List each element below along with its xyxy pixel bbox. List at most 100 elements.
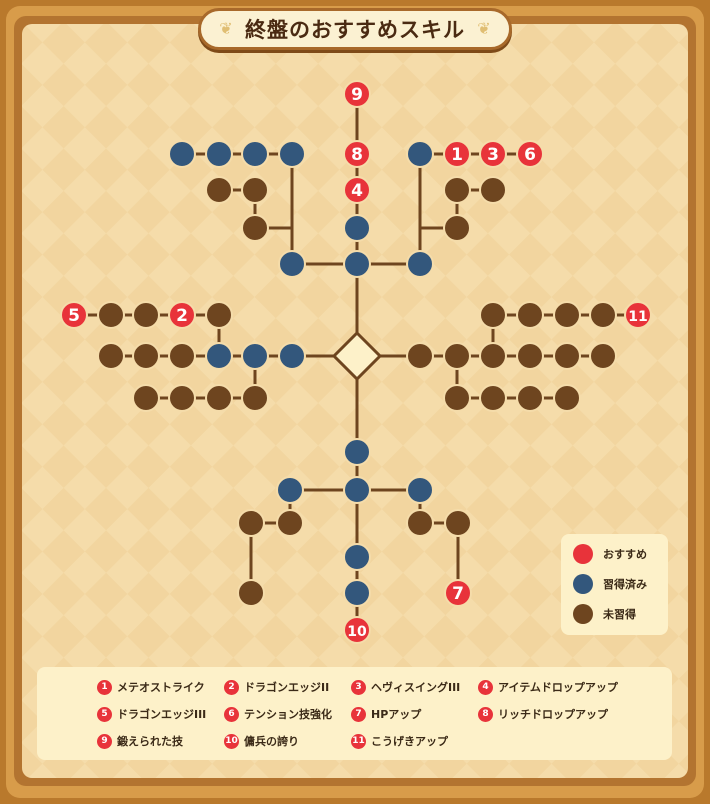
skill-node-learned[interactable] [406,250,434,278]
skill-node-circle [168,140,196,168]
skill-node-learned[interactable] [406,140,434,168]
board-center-diamond-icon [331,330,383,382]
skill-node-unlearned[interactable] [589,301,617,329]
skill-node-recommended[interactable]: 7 [444,579,472,607]
skill-node-unlearned[interactable] [168,342,196,370]
legend-item-learned: 習得済み [573,574,647,594]
skill-node-recommended[interactable]: 5 [60,301,88,329]
skill-node-circle [276,509,304,537]
skill-node-unlearned[interactable] [132,384,160,412]
skill-node-unlearned[interactable] [443,214,471,242]
skill-node-circle [97,342,125,370]
recommended-dot-icon [573,544,593,564]
skill-node-unlearned[interactable] [516,301,544,329]
skill-node-learned[interactable] [343,250,371,278]
skill-node-recommended[interactable]: 9 [343,80,371,108]
skill-node-unlearned[interactable] [479,384,507,412]
skill-node-unlearned[interactable] [168,384,196,412]
skill-node-unlearned[interactable] [132,301,160,329]
skill-node-unlearned[interactable] [237,579,265,607]
skill-node-unlearned[interactable] [241,214,269,242]
skill-node-unlearned[interactable] [443,176,471,204]
skill-node-recommended[interactable]: 4 [343,176,371,204]
skill-node-unlearned[interactable] [241,176,269,204]
skill-node-learned[interactable] [241,342,269,370]
skill-node-unlearned[interactable] [479,176,507,204]
skill-node-unlearned[interactable] [479,342,507,370]
skill-list-item: 3 ヘヴィスイングIII [351,679,460,695]
skill-number-badge: 4 [478,679,493,695]
skill-name: ヘヴィスイングIII [371,681,461,694]
skill-node-circle [589,342,617,370]
skill-node-learned[interactable] [278,342,306,370]
skill-node-unlearned[interactable] [443,384,471,412]
skill-node-learned[interactable] [205,140,233,168]
skill-node-unlearned[interactable] [444,509,472,537]
skill-number-badge: 3 [351,679,366,695]
skill-node-learned[interactable] [278,140,306,168]
skill-node-unlearned[interactable] [553,301,581,329]
skill-node-circle [241,176,269,204]
skill-name: テンション技強化 [244,708,332,721]
skill-node-learned[interactable] [278,250,306,278]
skill-node-recommended[interactable]: 2 [168,301,196,329]
skill-node-circle [516,384,544,412]
skill-node-circle [237,579,265,607]
skill-node-circle [443,140,471,168]
skill-node-unlearned[interactable] [205,176,233,204]
skill-node-number: 7 [452,584,464,604]
skill-node-unlearned[interactable] [406,342,434,370]
skill-node-learned[interactable] [343,579,371,607]
skill-node-unlearned[interactable] [406,509,434,537]
skill-name: こうげきアップ [371,735,448,748]
skill-node-unlearned[interactable] [589,342,617,370]
skill-node-learned[interactable] [168,140,196,168]
skill-name: メテオストライク [117,681,205,694]
skill-node-circle [343,616,371,644]
skill-node-unlearned[interactable] [553,342,581,370]
skill-node-unlearned[interactable] [205,384,233,412]
skill-node-unlearned[interactable] [97,301,125,329]
skill-node-learned[interactable] [343,214,371,242]
skill-node-unlearned[interactable] [443,342,471,370]
skill-node-unlearned[interactable] [237,509,265,537]
skill-node-unlearned[interactable] [553,384,581,412]
skill-node-circle [278,140,306,168]
skill-node-learned[interactable] [406,476,434,504]
skill-node-learned[interactable] [343,476,371,504]
skill-node-unlearned[interactable] [132,342,160,370]
skill-node-unlearned[interactable] [516,342,544,370]
skill-node-recommended[interactable]: 6 [516,140,544,168]
skill-node-unlearned[interactable] [479,301,507,329]
skill-name: アイテムドロップアップ [498,681,618,694]
skill-node-recommended[interactable]: 3 [479,140,507,168]
skill-node-unlearned[interactable] [276,509,304,537]
skill-node-circle [406,476,434,504]
skill-node-learned[interactable] [276,476,304,504]
skill-node-recommended[interactable]: 8 [343,140,371,168]
skill-node-circle [479,384,507,412]
skill-node-recommended[interactable]: 1 [443,140,471,168]
skill-node-recommended[interactable]: 11 [624,301,652,329]
skill-node-circle [276,476,304,504]
skill-node-circle [343,214,371,242]
title-banner: ❦ 終盤のおすすめスキル ❦ [198,8,512,50]
skill-node-learned[interactable] [205,342,233,370]
skill-node-unlearned[interactable] [205,301,233,329]
skill-node-learned[interactable] [241,140,269,168]
skill-node-learned[interactable] [343,543,371,571]
skill-node-circle [278,250,306,278]
skill-node-unlearned[interactable] [97,342,125,370]
skill-node-learned[interactable] [343,438,371,466]
skill-node-recommended[interactable]: 10 [343,616,371,644]
skill-node-number: 4 [351,181,363,201]
skill-node-circle [97,301,125,329]
skill-node-circle [443,176,471,204]
skill-node-unlearned[interactable] [516,384,544,412]
skill-node-unlearned[interactable] [241,384,269,412]
